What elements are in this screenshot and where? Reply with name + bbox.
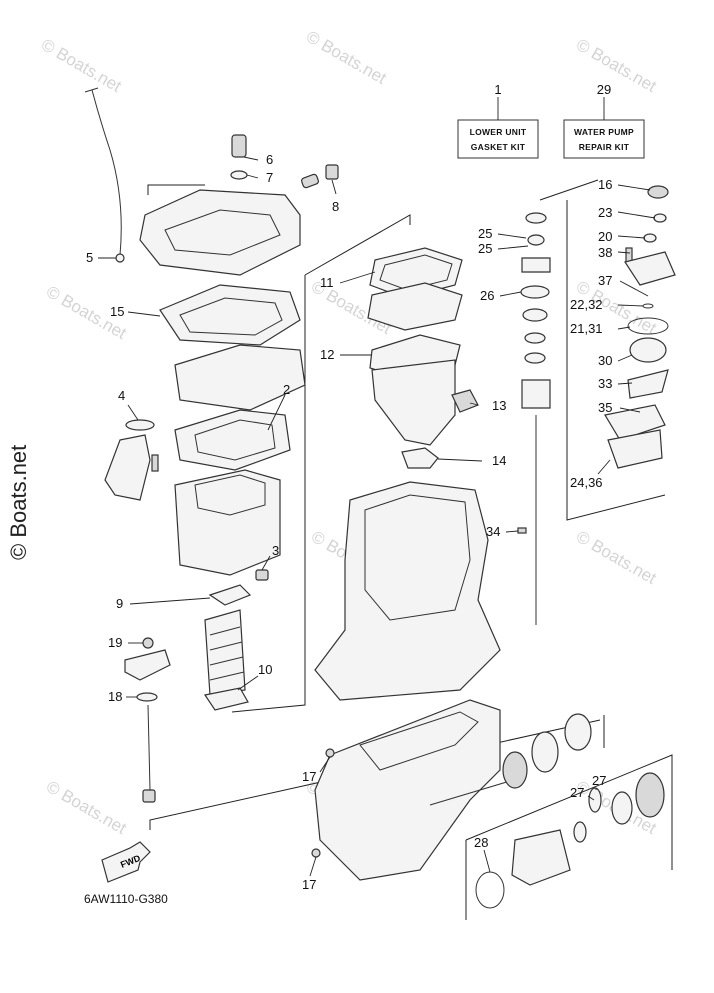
callout-number: 1 bbox=[494, 82, 501, 97]
drawing-code: 6AW1110-G380 bbox=[84, 892, 168, 906]
kit-line: LOWER UNIT bbox=[470, 127, 527, 137]
callout-number: 6 bbox=[266, 152, 273, 167]
callout-number: 14 bbox=[492, 453, 506, 468]
watermark: © Boats.net bbox=[573, 35, 660, 96]
callout-number: 21,31 bbox=[570, 321, 603, 336]
callout-number: 27 bbox=[592, 773, 606, 788]
callout-number: 10 bbox=[258, 662, 272, 677]
callout-number: 29 bbox=[597, 82, 611, 97]
callout-number: 11 bbox=[320, 275, 334, 290]
callout-number: 20 bbox=[598, 229, 612, 244]
callout-number: 26 bbox=[480, 288, 494, 303]
kit-box-water-pump: WATER PUMP REPAIR KIT 29 bbox=[563, 82, 645, 159]
callout-number: 5 bbox=[86, 250, 93, 265]
watermark: © Boats.net bbox=[303, 27, 390, 88]
callout-number: 17 bbox=[302, 769, 316, 784]
callout-number: 35 bbox=[598, 400, 612, 415]
callout-number: 37 bbox=[598, 273, 612, 288]
callout-number: 22,32 bbox=[570, 297, 603, 312]
watermark: © Boats.net bbox=[43, 777, 130, 838]
leader-lines bbox=[98, 156, 656, 877]
callout-number: 19 bbox=[108, 635, 122, 650]
callout-number: 33 bbox=[598, 376, 612, 391]
kit-line: REPAIR KIT bbox=[579, 142, 630, 152]
callout-number: 13 bbox=[492, 398, 506, 413]
side-watermark: © Boats.net bbox=[6, 445, 31, 560]
callout-number: 30 bbox=[598, 353, 612, 368]
callout-number: 8 bbox=[332, 199, 339, 214]
callout-number: 27 bbox=[570, 785, 584, 800]
callout-number: 4 bbox=[118, 388, 125, 403]
callout-number: 25 bbox=[478, 241, 492, 256]
callout-number: 15 bbox=[110, 304, 124, 319]
callout-number: 24,36 bbox=[570, 475, 603, 490]
kit-box-lower-unit: LOWER UNIT GASKET KIT 1 bbox=[457, 82, 539, 159]
kit-line: WATER PUMP bbox=[574, 127, 634, 137]
callout-number: 28 bbox=[474, 835, 488, 850]
watermark: © Boats.net bbox=[38, 35, 125, 96]
callout-number: 7 bbox=[266, 170, 273, 185]
callout-number: 34 bbox=[486, 524, 500, 539]
callout-number: 18 bbox=[108, 689, 122, 704]
callout-number: 16 bbox=[598, 177, 612, 192]
callout-numbers: 16 23 20 38 37 22,32 21,31 30 33 35 24,3… bbox=[86, 152, 612, 892]
callout-number: 25 bbox=[478, 226, 492, 241]
callout-number: 3 bbox=[272, 543, 279, 558]
callout-number: 9 bbox=[116, 596, 123, 611]
watermark: © Boats.net bbox=[573, 527, 660, 588]
callout-number: 12 bbox=[320, 347, 334, 362]
kit-line: GASKET KIT bbox=[471, 142, 526, 152]
callout-number: 2 bbox=[283, 382, 290, 397]
callout-number: 23 bbox=[598, 205, 612, 220]
watermark-layer: © Boats.net © Boats.net © Boats.net © Bo… bbox=[6, 27, 660, 838]
parts-layer bbox=[84, 87, 676, 909]
group-frames bbox=[147, 179, 673, 920]
callout-number: 38 bbox=[598, 245, 612, 260]
callout-number: 17 bbox=[302, 877, 316, 892]
